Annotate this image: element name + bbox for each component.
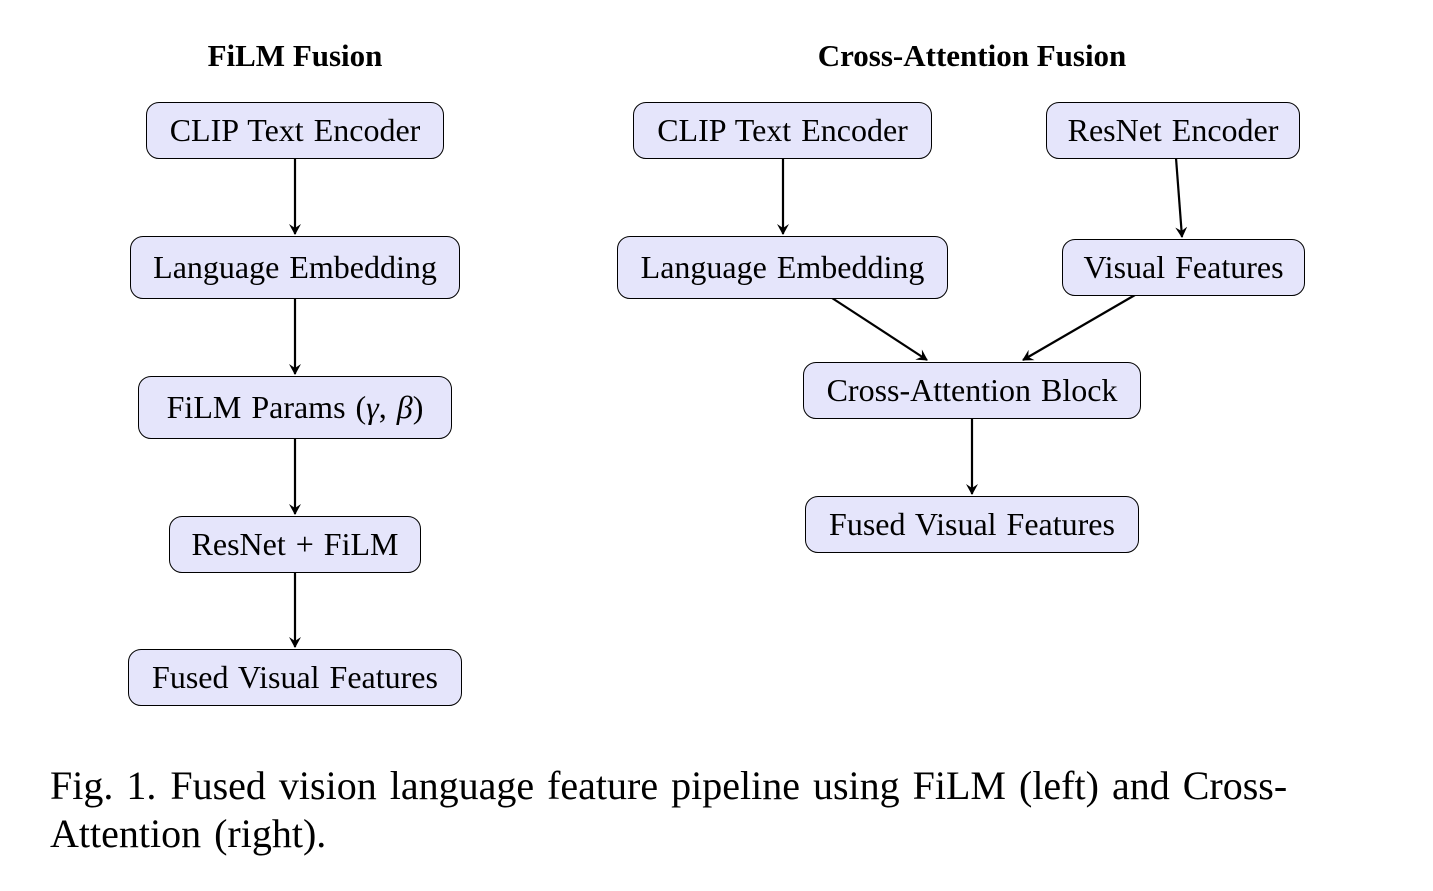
arrow-language-to-cross-attention bbox=[831, 297, 928, 361]
right-clip-text-encoder-label: CLIP Text Encoder bbox=[657, 112, 908, 148]
film-params-node: FiLM Params (γ, β) bbox=[138, 376, 452, 439]
left-language-embedding-node: Language Embedding bbox=[130, 236, 460, 299]
film-params-prefix: FiLM Params ( bbox=[166, 389, 367, 425]
arrow-visual-features-to-cross-attention bbox=[1022, 294, 1136, 361]
right-language-embedding-label: Language Embedding bbox=[640, 249, 925, 285]
resnet-film-node: ResNet + FiLM bbox=[169, 516, 421, 573]
resnet-encoder-label: ResNet Encoder bbox=[1067, 112, 1279, 148]
caption-text-line1: Fused vision language feature pipeline u… bbox=[170, 763, 1288, 808]
film-fusion-title: FiLM Fusion bbox=[207, 38, 383, 73]
right-fused-visual-features-label: Fused Visual Features bbox=[829, 506, 1115, 542]
left-clip-text-encoder-label: CLIP Text Encoder bbox=[169, 112, 421, 148]
arrow-resnet-encoder-to-visual-features bbox=[1174, 157, 1188, 238]
cross-attention-fusion-title: Cross-Attention Fusion bbox=[817, 38, 1127, 73]
gamma-symbol: γ bbox=[366, 389, 379, 425]
visual-features-node: Visual Features bbox=[1062, 239, 1305, 296]
left-language-embedding-label: Language Embedding bbox=[153, 249, 437, 285]
visual-features-label: Visual Features bbox=[1083, 249, 1284, 285]
right-clip-text-encoder-node: CLIP Text Encoder bbox=[633, 102, 932, 159]
right-fused-visual-features-node: Fused Visual Features bbox=[805, 496, 1139, 553]
cross-attention-block-node: Cross-Attention Block bbox=[803, 362, 1141, 419]
film-params-label: FiLM Params (γ, β) bbox=[167, 389, 424, 426]
figure-caption: Fig. 1. Fused vision language feature pip… bbox=[50, 762, 1385, 858]
resnet-encoder-node: ResNet Encoder bbox=[1046, 102, 1300, 159]
beta-symbol: β bbox=[396, 389, 413, 425]
right-language-embedding-node: Language Embedding bbox=[617, 236, 948, 299]
figure-label: Fig. 1. bbox=[50, 763, 157, 808]
film-params-suffix: ) bbox=[412, 389, 424, 425]
film-params-separator: , bbox=[378, 389, 397, 425]
left-fused-visual-features-node: Fused Visual Features bbox=[128, 649, 462, 706]
caption-text-line2: Attention (right). bbox=[50, 811, 327, 856]
left-fused-visual-features-label: Fused Visual Features bbox=[152, 659, 438, 695]
cross-attention-block-label: Cross-Attention Block bbox=[826, 372, 1118, 408]
left-clip-text-encoder-node: CLIP Text Encoder bbox=[146, 102, 444, 159]
resnet-film-label: ResNet + FiLM bbox=[191, 526, 399, 562]
